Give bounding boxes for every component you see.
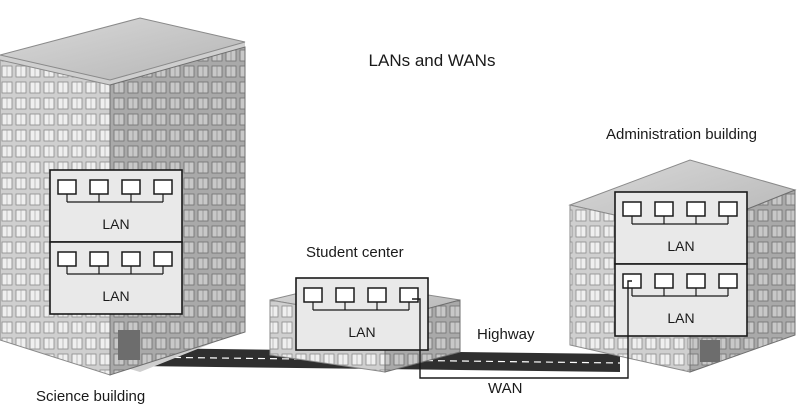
science-building-label: Science building (36, 388, 145, 405)
lan-label: LAN (348, 324, 375, 340)
lan-label: LAN (102, 216, 129, 232)
student-center-label: Student center (306, 244, 404, 261)
computer-node-icon (57, 251, 77, 267)
computer-node-icon (121, 251, 141, 267)
computer-node-icon (57, 179, 77, 195)
lan-box-student-center: LAN (295, 277, 429, 351)
computer-node-icon (718, 273, 738, 289)
wan-link (412, 280, 632, 379)
lan-box-science-upper: LAN (49, 169, 183, 243)
administration-building-label: Administration building (606, 126, 757, 143)
computer-node-icon (335, 287, 355, 303)
computer-node-icon (153, 179, 173, 195)
computer-node-icon (303, 287, 323, 303)
highway-label: Highway (477, 326, 535, 343)
diagram-title: LANs and WANs (369, 51, 496, 70)
lan-box-admin-lower: LAN (614, 263, 748, 337)
computer-node-icon (686, 201, 706, 217)
computer-node-icon (121, 179, 141, 195)
computer-node-icon (399, 287, 419, 303)
computer-node-icon (367, 287, 387, 303)
computer-node-icon (622, 201, 642, 217)
computer-node-icon (153, 251, 173, 267)
computer-node-icon (89, 251, 109, 267)
lan-box-admin-upper: LAN (614, 191, 748, 265)
lan-box-science-lower: LAN (49, 241, 183, 315)
computer-node-icon (686, 273, 706, 289)
lan-label: LAN (667, 310, 694, 326)
lan-label: LAN (667, 238, 694, 254)
computer-node-icon (654, 273, 674, 289)
lan-label: LAN (102, 288, 129, 304)
computer-node-icon (718, 201, 738, 217)
computer-node-icon (89, 179, 109, 195)
computer-node-icon (654, 201, 674, 217)
wan-label: WAN (488, 380, 522, 397)
